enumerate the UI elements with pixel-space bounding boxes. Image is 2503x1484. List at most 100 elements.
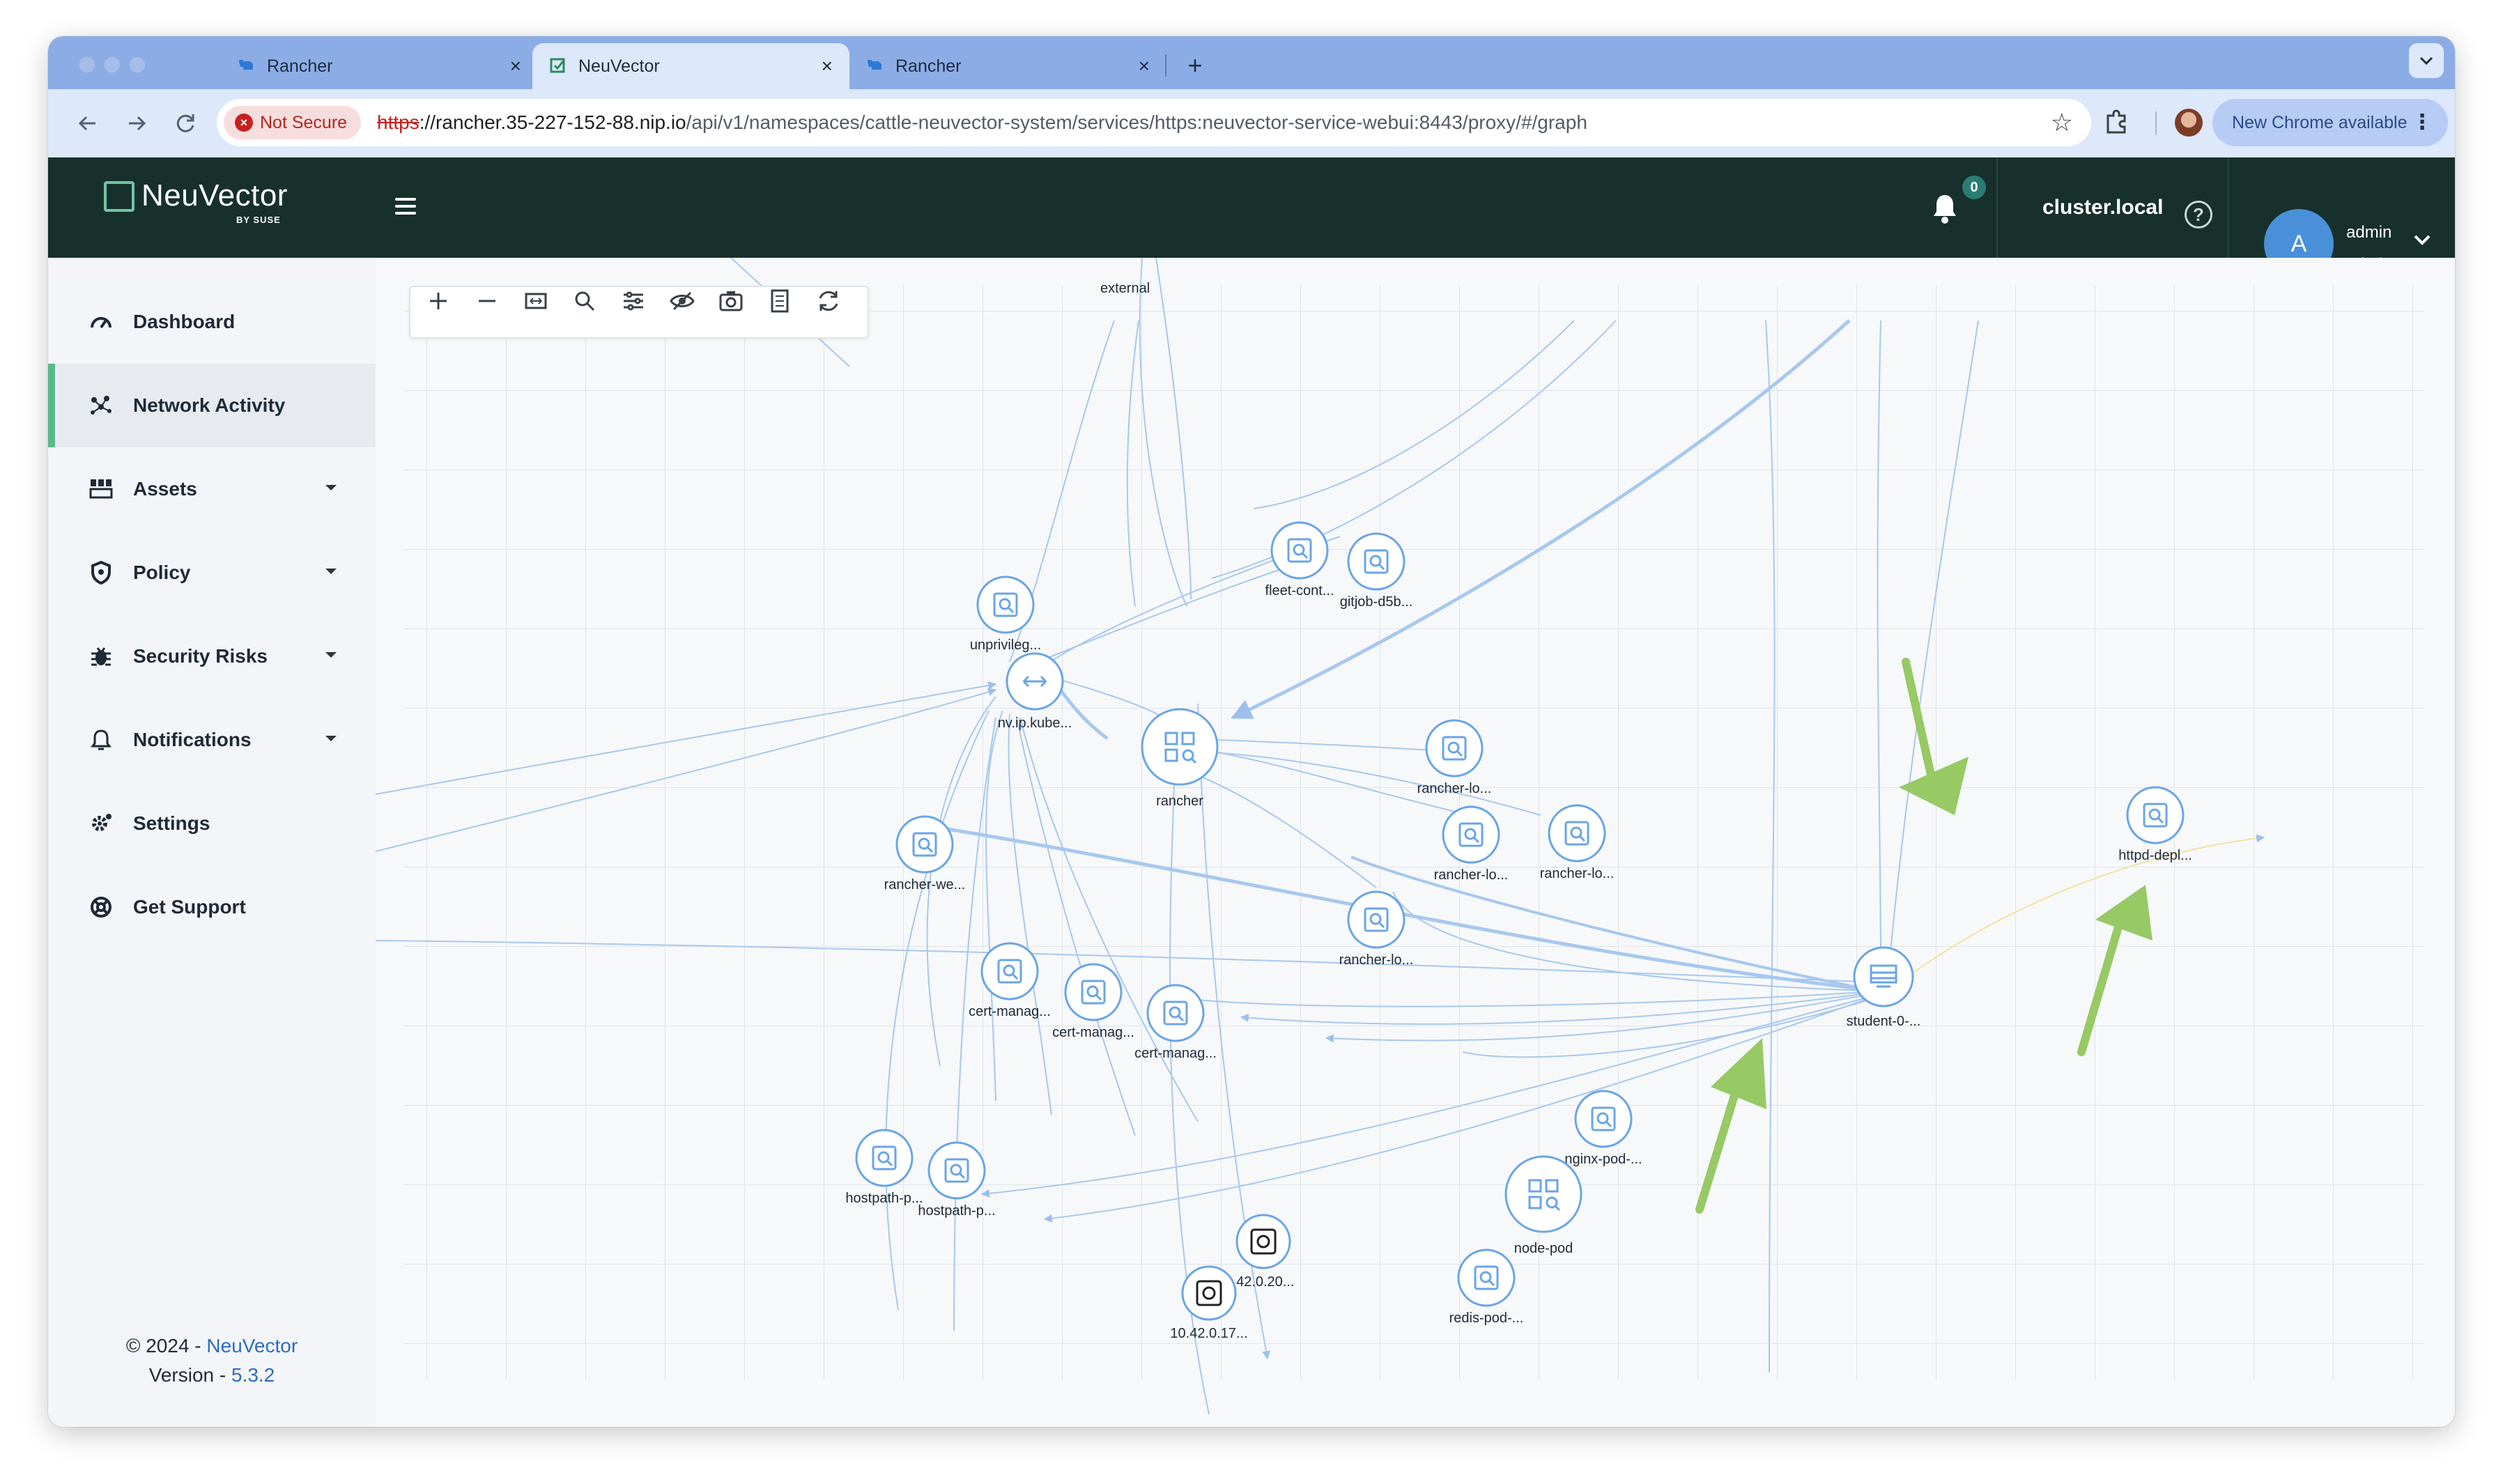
refresh-icon[interactable]	[815, 287, 842, 315]
address-bar[interactable]: × Not Secure https://rancher.35-227-152-…	[217, 99, 2091, 146]
graph-node-hp2[interactable]: hostpath-p...	[918, 1141, 996, 1219]
sidebar-item-assets[interactable]: Assets	[48, 447, 376, 531]
graph-node-cm2[interactable]: cert-manag...	[1052, 963, 1134, 1040]
graph-node-rl4[interactable]: rancher-lo...	[1339, 890, 1414, 968]
node-label: redis-pod-...	[1449, 1311, 1524, 1326]
sidebar-item-notifications[interactable]: Notifications	[48, 698, 376, 782]
profile-avatar[interactable]	[2175, 109, 2203, 137]
chevron-down-icon[interactable]	[2412, 233, 2433, 247]
sidebar-item-label: Network Activity	[133, 394, 286, 416]
hide-icon[interactable]	[668, 287, 696, 315]
node-label: hostpath-p...	[918, 1203, 995, 1219]
zoom-out-icon[interactable]	[473, 287, 501, 315]
node-label: hostpath-p...	[845, 1191, 923, 1206]
assets-icon	[89, 479, 113, 499]
tab-close-icon[interactable]: ×	[821, 55, 833, 77]
tab-search-button[interactable]	[2409, 43, 2444, 78]
browser-tab-rancher-2[interactable]: Rancher ×	[849, 43, 1166, 89]
graph-node-httpd[interactable]: httpd-depl...	[2118, 786, 2192, 863]
neuvector-logo-icon	[104, 181, 134, 212]
workload-node-icon	[912, 832, 937, 857]
window-minimize-dot[interactable]	[104, 56, 121, 73]
sidebar-item-security-risks[interactable]: Security Risks	[48, 615, 376, 698]
fit-view-icon[interactable]	[522, 287, 550, 315]
node-circle	[1235, 1214, 1291, 1269]
sidebar-item-settings[interactable]: Settings	[48, 782, 376, 865]
tab-close-icon[interactable]: ×	[509, 55, 521, 77]
url-text[interactable]: https://rancher.35-227-152-88.nip.io/api…	[377, 99, 1587, 146]
graph-edge	[1231, 319, 1851, 720]
graph-node-rancher[interactable]: rancher	[1141, 708, 1219, 809]
bookmark-star-icon[interactable]: ☆	[2050, 108, 2073, 137]
version-link[interactable]: 5.3.2	[231, 1364, 275, 1386]
sidebar-item-get-support[interactable]: Get Support	[48, 865, 376, 949]
forward-arrow-icon[interactable]	[118, 105, 155, 142]
node-label: rancher-lo...	[1339, 952, 1414, 968]
window-zoom-dot[interactable]	[129, 56, 146, 73]
neuvector-link[interactable]: NeuVector	[206, 1335, 298, 1357]
browser-tab-rancher-1[interactable]: Rancher ×	[221, 43, 538, 89]
graph-node-ip1[interactable]: .42.0.20...	[1233, 1214, 1295, 1290]
gear-icon	[92, 814, 111, 831]
ip-node-icon	[1250, 1228, 1277, 1255]
caret-down-icon	[325, 485, 337, 490]
caret-down-icon	[325, 652, 337, 658]
graph-node-hp1[interactable]: hostpath-p...	[845, 1129, 923, 1206]
blacklist-icon[interactable]	[766, 287, 794, 315]
node-layer: unprivileg...nv.ip.kube... fleet-cont...g…	[845, 521, 2192, 1341]
workload-node-icon	[1458, 822, 1484, 847]
graph-node-rl2[interactable]: rancher-lo...	[1434, 805, 1509, 883]
not-secure-badge[interactable]: × Not Secure	[224, 106, 362, 139]
sidebar-item-dashboard[interactable]: Dashboard	[48, 280, 376, 364]
cluster-selector[interactable]: cluster.local	[2042, 196, 2164, 219]
graph-node-fleet[interactable]: fleet-cont...	[1265, 521, 1334, 598]
help-icon[interactable]: ?	[2185, 201, 2212, 229]
sidebar-item-network-activity[interactable]: Network Activity	[48, 364, 376, 447]
node-circle	[895, 815, 954, 874]
chrome-update-button[interactable]: New Chrome available ⋮	[2212, 99, 2448, 146]
copyright-text: © 2024 -	[125, 1335, 207, 1357]
back-arrow-icon[interactable]	[69, 105, 107, 142]
graph-node-student[interactable]: student-0-...	[1847, 946, 1921, 1029]
zoom-in-icon[interactable]	[424, 287, 452, 315]
notification-count-badge: 0	[1962, 176, 1986, 199]
menu-toggle-icon[interactable]	[395, 198, 416, 215]
sidebar-item-policy[interactable]: Policy	[48, 531, 376, 615]
graph-grid	[403, 286, 2424, 1379]
reload-icon[interactable]	[167, 105, 204, 142]
new-tab-button[interactable]: +	[1187, 51, 1203, 79]
browser-tab-neuvector[interactable]: NeuVector ×	[532, 43, 849, 89]
extensions-puzzle-icon[interactable]	[2101, 106, 2133, 138]
workload-node-icon	[993, 592, 1018, 617]
sidebar-item-label: Get Support	[133, 896, 246, 918]
tab-close-icon[interactable]: ×	[1138, 55, 1150, 77]
workload-node-icon	[1442, 736, 1467, 761]
graph-edge	[1043, 998, 1867, 1223]
graph-node-nodepod[interactable]: node-pod	[1504, 1155, 1582, 1256]
node-circle	[1270, 521, 1329, 580]
user-name[interactable]: admin	[2346, 223, 2392, 242]
sidebar-item-label: Dashboard	[133, 311, 236, 332]
tab-separator	[1165, 54, 1166, 77]
snapshot-icon[interactable]	[717, 287, 745, 315]
node-circle	[1064, 963, 1123, 1021]
network-graph-canvas[interactable]: external unprivileg...nv.ip.kube...fleet…	[376, 258, 2455, 1427]
filter-icon[interactable]	[619, 287, 647, 315]
graph-node-rweb[interactable]: rancher-we...	[884, 815, 966, 892]
graph-node-rl3[interactable]: rancher-lo...	[1540, 804, 1615, 881]
graph-node-nginx[interactable]: nginx-pod-...	[1564, 1090, 1642, 1167]
graph-node-ip2[interactable]: 10.42.0.17...	[1170, 1265, 1248, 1341]
graph-node-rl1[interactable]: rancher-lo...	[1417, 719, 1492, 796]
chrome-menu-icon[interactable]: ⋮	[2412, 111, 2433, 134]
notification-bell-icon[interactable]	[1930, 190, 1960, 227]
graph-node-cm3[interactable]: cert-manag...	[1134, 984, 1217, 1061]
graph-node-redis[interactable]: redis-pod-...	[1449, 1249, 1524, 1326]
graph-node-nvip[interactable]: nv.ip.kube...	[998, 652, 1072, 731]
window-close-dot[interactable]	[79, 56, 95, 73]
sidebar-item-label: Security Risks	[133, 645, 268, 667]
graph-node-gitjob[interactable]: gitjob-d5b...	[1340, 532, 1413, 610]
search-icon[interactable]	[571, 287, 599, 315]
graph-node-cm1[interactable]: cert-manag...	[969, 942, 1051, 1019]
network-graph[interactable]: external unprivileg...nv.ip.kube...fleet…	[376, 258, 2455, 1427]
graph-node-unprivileged[interactable]: unprivileg...	[970, 575, 1041, 653]
